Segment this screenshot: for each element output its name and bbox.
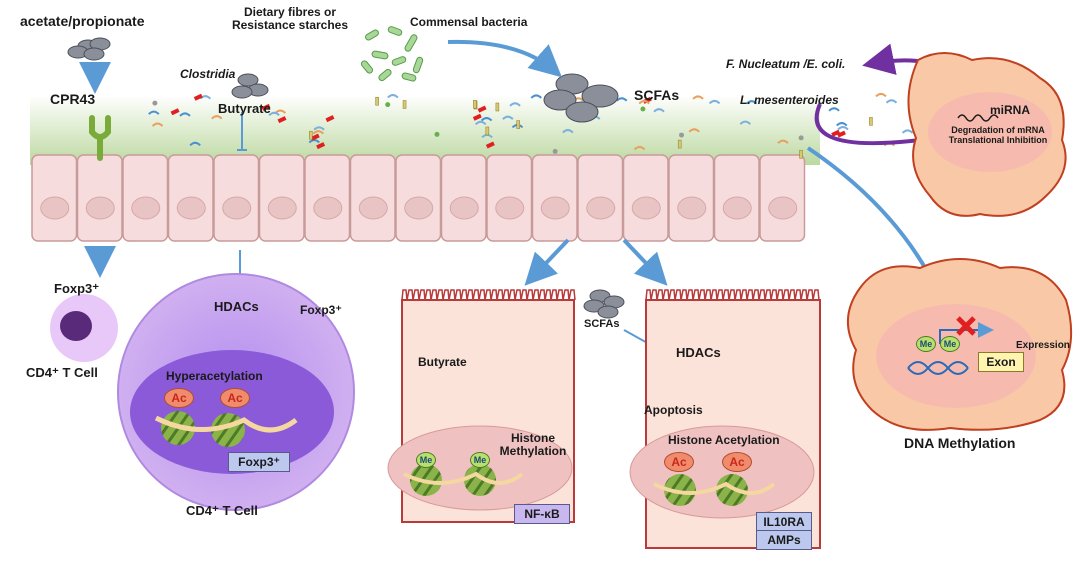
cd4-tcell-left-label: CD4⁺ T Cell [26, 365, 98, 380]
butyrate-mid-label: Butyrate [418, 355, 467, 369]
amps-badge: AMPs [756, 530, 812, 550]
acetate-propionate-label: acetate/propionate [20, 13, 145, 29]
fnucleatum-label: F. Nucleatum /E. coli. [726, 57, 846, 71]
cpr43-receptor-icon [89, 115, 111, 161]
mirna-effect-label: Degradation of mRNA Translational Inhibi… [948, 125, 1048, 145]
chromatin-icon [154, 411, 298, 447]
cpr43-label: CPR43 [50, 91, 96, 107]
methyl-mark-icon: Me [416, 452, 436, 468]
il10ra-badge: IL10RA [756, 512, 812, 532]
mirna-squiggle-icon [957, 114, 999, 122]
gut-cell-left [387, 289, 576, 523]
arrow-to-right-gut-cell [622, 238, 668, 286]
epithelium [31, 154, 806, 242]
lmesenteroides-label: L. mesenteroides [740, 93, 839, 107]
foxp3-left-label: Foxp3⁺ [54, 281, 100, 296]
acetyl-mark-icon: Ac [220, 388, 250, 408]
hdacs-left-label: HDACs [214, 299, 259, 314]
commensal-bacteria-icon [360, 26, 424, 82]
clostridia-label: Clostridia [180, 67, 236, 81]
arrow-commensal-to-scfas [447, 39, 562, 78]
blocked-x-icon [956, 316, 976, 336]
mucus-layer [30, 95, 820, 165]
butyrate-top-label: Butyrate [218, 101, 271, 116]
methyl-mark-icon: Me [940, 336, 960, 352]
foxp3-mid-label: Foxp3⁺ [300, 303, 342, 317]
cd4-tcell-bottom-label: CD4⁺ T Cell [186, 503, 258, 518]
acetyl-mark-icon: Ac [722, 452, 752, 472]
arrow-to-left-gut-cell [524, 238, 570, 286]
histone-methylation-label: Histone Methylation [499, 431, 567, 459]
acetyl-mark-icon: Ac [664, 452, 694, 472]
histone-acetylation-label: Histone Acetylation [668, 433, 780, 447]
expression-label: Expression [1016, 340, 1070, 351]
mirna-label: miRNA [990, 103, 1031, 117]
dna-methylation-label: DNA Methylation [904, 435, 1016, 451]
foxp3-badge: Foxp3⁺ [228, 452, 290, 472]
dietary-fibres-label: Dietary fibres or Resistance starches [231, 5, 349, 33]
methyl-mark-icon: Me [916, 336, 936, 352]
apoptosis-label: Apoptosis [644, 403, 703, 417]
nfkb-badge: NF-κB [514, 504, 570, 524]
scfas-mid-label: SCFAs [584, 318, 620, 330]
commensal-bacteria-label: Commensal bacteria [410, 15, 528, 29]
scfas-top-label: SCFAs [634, 87, 680, 103]
acetyl-mark-icon: Ac [164, 388, 194, 408]
hdacs-right-label: HDACs [676, 345, 721, 360]
exon-badge: Exon [978, 352, 1024, 372]
dna-helix-icon [907, 361, 969, 375]
methyl-mark-icon: Me [470, 452, 490, 468]
hyperacetylation-label: Hyperacetylation [166, 369, 263, 383]
gut-cell-right [629, 289, 821, 549]
